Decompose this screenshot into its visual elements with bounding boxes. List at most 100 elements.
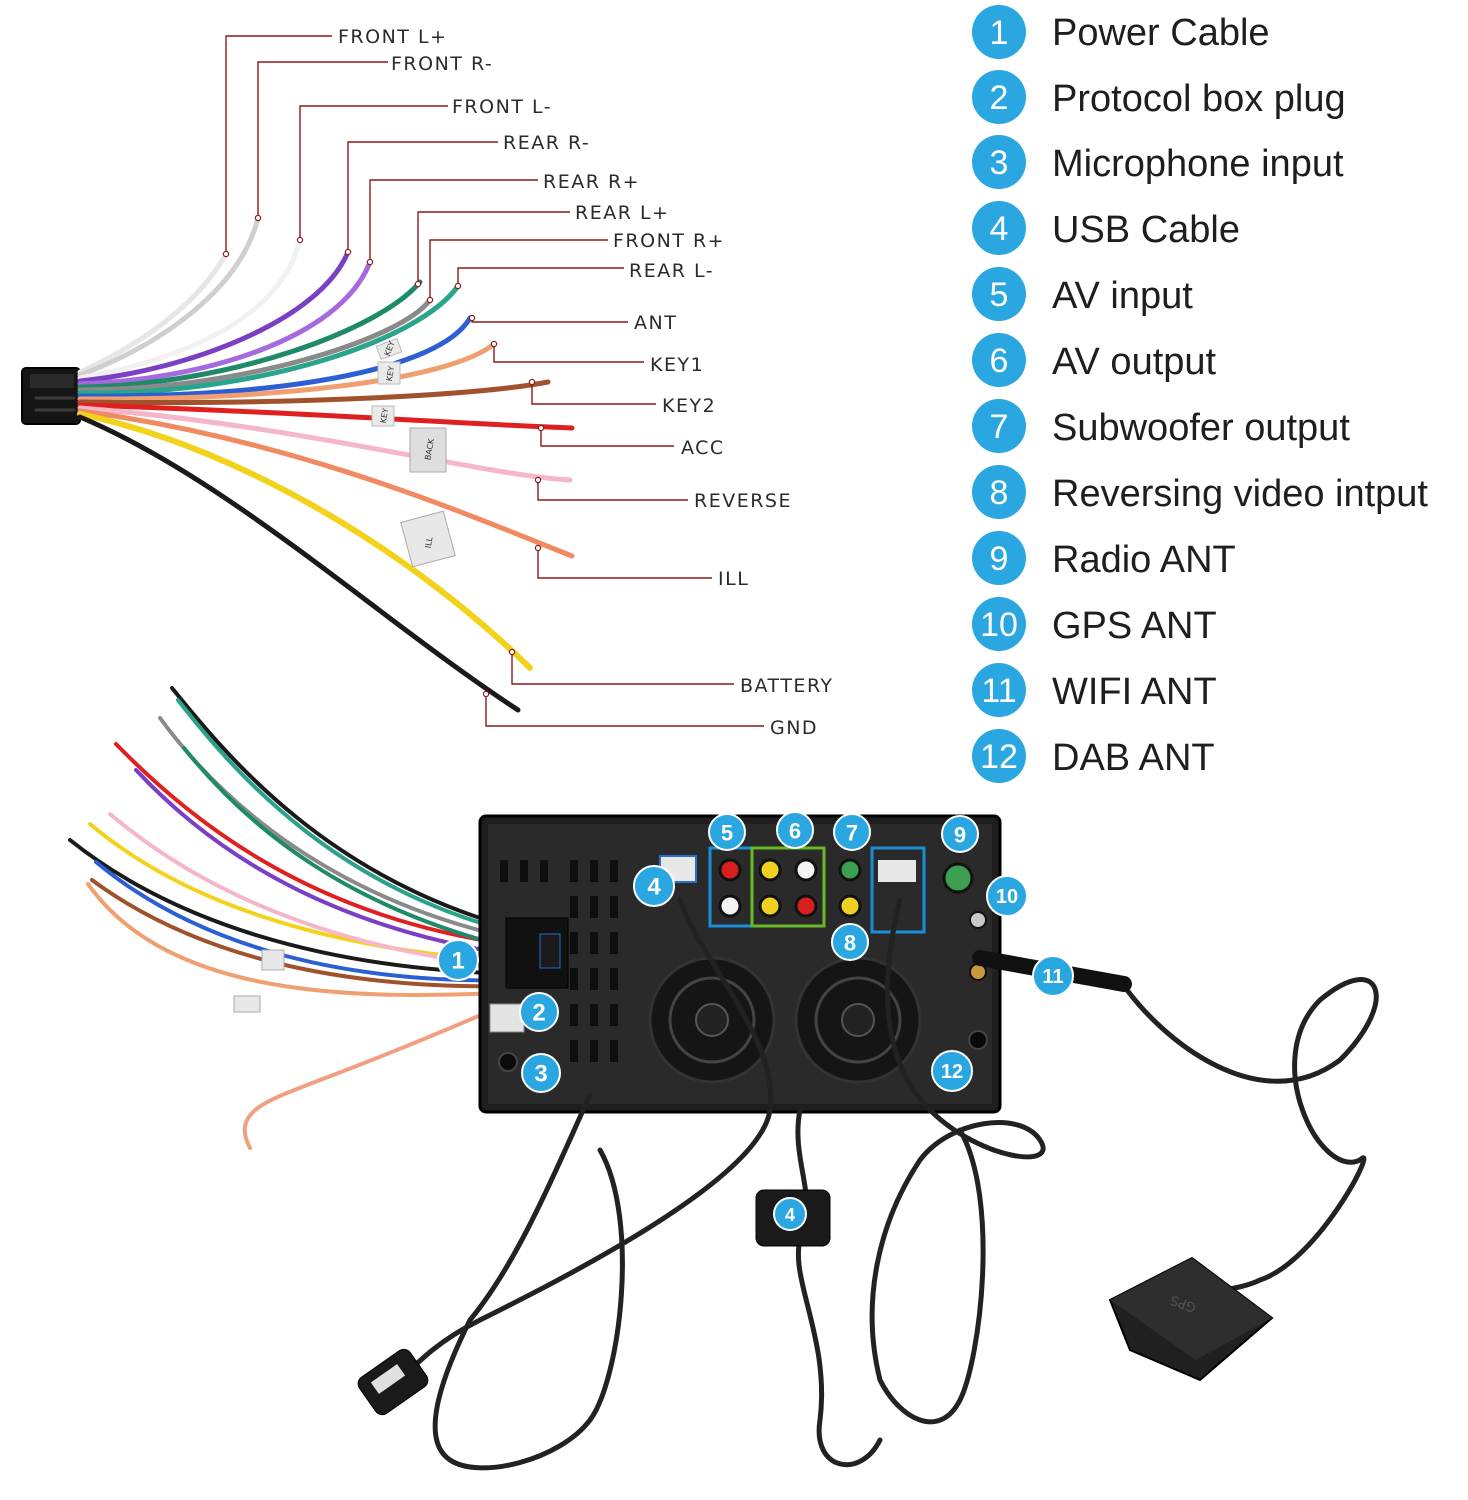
legend-item: 4 USB Cable [972,201,1240,255]
svg-text:6: 6 [789,819,801,844]
svg-text:10: 10 [980,606,1018,644]
svg-text:Radio ANT: Radio ANT [1052,539,1236,581]
svg-text:2: 2 [532,1000,545,1027]
label-ant: ANT [634,312,677,334]
label-front-l-plus: FRONT L+ [338,26,447,48]
label-gnd: GND [770,717,818,739]
badge: 7 [833,813,871,851]
badge: 4 [773,1197,807,1231]
unit-badges: 1 2 3 4 5 6 7 8 9 10 11 12 4 [437,811,1074,1231]
label-front-r-plus: FRONT R+ [613,230,725,252]
wire-harness: KEY KEY KEY BACK ILL [21,215,575,713]
legend-item: 10 GPS ANT [972,597,1217,651]
wire-rear-r-plus [77,259,373,387]
badge: 2 [519,992,559,1032]
legend-item: 1 Power Cable [972,5,1270,59]
badge: 6 [776,811,814,849]
label-rear-l-plus: REAR L+ [575,202,669,224]
legend-item: 7 Subwoofer output [972,399,1350,453]
svg-text:DAB ANT: DAB ANT [1052,737,1215,779]
label-front-l-minus: FRONT L- [452,96,552,118]
svg-text:3: 3 [534,1061,547,1088]
svg-text:ILL: ILL [424,536,435,549]
svg-text:3: 3 [990,144,1009,182]
svg-text:12: 12 [941,1061,963,1083]
svg-text:10: 10 [996,886,1018,908]
wire-gnd [77,414,521,713]
wire-reverse [77,405,573,483]
wire-front-l-plus [77,251,229,375]
badge: 8 [831,923,869,961]
svg-text:KEY: KEY [385,365,397,382]
label-key1: KEY1 [650,354,704,376]
svg-text:1: 1 [990,14,1009,52]
wire-ant [77,315,473,399]
svg-text:5: 5 [721,821,733,846]
svg-text:11: 11 [981,672,1016,710]
label-key2: KEY2 [662,395,716,417]
harness-tag: KEY [371,405,395,427]
harness-tag: ILL [400,510,456,568]
svg-text:12: 12 [980,738,1018,776]
harness-tag: BACK [409,427,447,473]
svg-text:Power Cable: Power Cable [1052,12,1270,54]
svg-text:4: 4 [785,1205,795,1225]
legend-item: 8 Reversing video intput [972,465,1428,519]
unit-cables [397,897,1379,1471]
svg-text:5: 5 [990,276,1009,314]
svg-text:WIFI ANT: WIFI ANT [1052,671,1217,713]
legend: 1 Power Cable 2 Protocol box plug 3 Micr… [972,5,1428,783]
svg-text:8: 8 [844,931,856,956]
svg-text:USB Cable: USB Cable [1052,209,1240,251]
legend-item: 11 WIFI ANT [972,663,1217,717]
legend-item: 3 Microphone input [972,135,1344,189]
svg-text:AV input: AV input [1052,275,1193,317]
svg-text:AV output: AV output [1052,341,1217,383]
label-battery: BATTERY [740,675,834,697]
svg-text:BACK: BACK [423,437,436,461]
badge: 12 [931,1050,973,1092]
svg-text:Subwoofer output: Subwoofer output [1052,407,1350,449]
usb-female-plug [357,1348,429,1416]
svg-text:Reversing video intput: Reversing video intput [1052,473,1428,515]
svg-text:1: 1 [451,948,464,975]
wire-leader-lines [225,35,764,727]
wire-ill [77,408,575,559]
unit-harness-wires [68,686,522,1150]
wire-key2 [77,379,551,406]
svg-text:GPS ANT: GPS ANT [1052,605,1217,647]
badge: 5 [708,813,746,851]
svg-text:9: 9 [954,823,966,848]
wire-battery [77,411,533,671]
svg-text:KEY: KEY [379,407,391,424]
svg-text:11: 11 [1042,966,1063,988]
svg-text:Protocol box plug: Protocol box plug [1052,78,1346,120]
badge: 3 [521,1053,561,1093]
label-rear-r-minus: REAR R- [503,132,590,154]
legend-item: 12 DAB ANT [972,729,1215,783]
harness-tag: KEY [377,361,401,385]
harness-connector [21,367,81,425]
label-rear-l-minus: REAR L- [629,260,714,282]
legend-item: 6 AV output [972,333,1217,387]
legend-item: 5 AV input [972,267,1193,321]
label-reverse: REVERSE [694,490,792,512]
wire-rear-r-minus [77,249,351,384]
wire-rear-l-plus [77,279,423,390]
wire-front-r-plus [77,297,433,393]
wire-front-r-minus [77,215,261,378]
label-ill: ILL [718,568,749,590]
legend-item: 2 Protocol box plug [972,70,1346,124]
svg-text:7: 7 [990,408,1009,446]
head-unit [478,814,1002,1114]
badge: 11 [1032,955,1074,997]
label-rear-r-plus: REAR R+ [543,171,640,193]
harness-tag: KEY [375,338,403,360]
badge: 10 [986,875,1028,917]
badge: 1 [437,939,479,981]
wire-leader-dots [222,214,545,698]
badge: 9 [941,815,979,853]
svg-text:8: 8 [990,474,1009,512]
wire-key1 [77,341,497,402]
